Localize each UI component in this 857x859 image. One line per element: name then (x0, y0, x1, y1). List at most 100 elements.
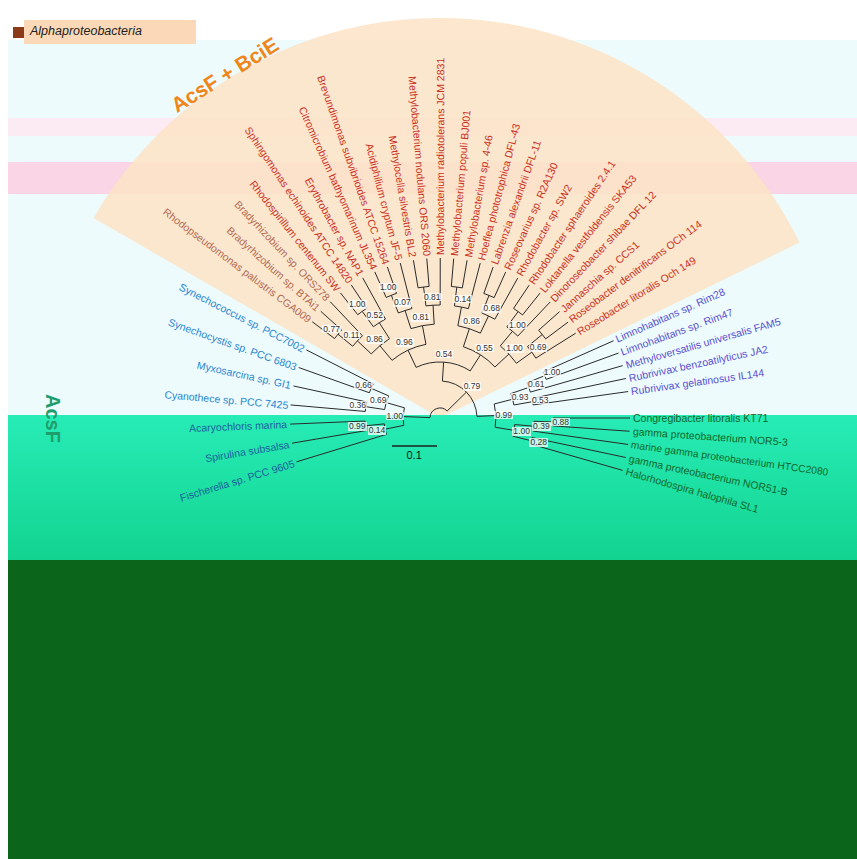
bootstrap-value: 0.14 (368, 426, 387, 435)
bootstrap-value: 0.55 (475, 344, 494, 353)
bootstrap-value: 0.99 (494, 411, 513, 420)
tree-branch (385, 425, 404, 429)
tree-branch (539, 330, 546, 339)
bootstrap-value: 1.00 (379, 283, 398, 292)
tree-branch (408, 350, 416, 367)
tree-branch (539, 312, 560, 331)
bootstrap-value: 1.00 (348, 300, 367, 309)
tree-branch (463, 329, 469, 347)
bootstrap-value: 0.66 (354, 381, 373, 390)
tree-branch (494, 399, 512, 404)
tree-branch (480, 316, 488, 333)
tree-branch (495, 354, 509, 367)
bootstrap-value: 0.79 (463, 382, 482, 391)
scale-bar (392, 445, 437, 447)
ground-band (8, 560, 857, 859)
tree-branch (427, 259, 429, 287)
tree-branch (422, 326, 426, 345)
tree-branch (514, 308, 523, 315)
tree-branch (433, 305, 434, 324)
legend-swatch (13, 27, 24, 38)
clade-label: AcsF (40, 394, 63, 443)
tree-branch (495, 427, 514, 430)
tree-branch (530, 444, 622, 470)
bootstrap-value: 0.61 (527, 380, 546, 389)
tree-branch (458, 307, 462, 326)
tree-branch (477, 415, 496, 417)
tree-branch (454, 306, 468, 309)
tree-branch (458, 326, 481, 333)
ground-band (8, 415, 857, 562)
bootstrap-value: 0.39 (532, 422, 551, 431)
tree-branch (430, 408, 447, 418)
tree-branch (484, 293, 494, 297)
bootstrap-value: 1.00 (512, 427, 531, 436)
bootstrap-value: 0.53 (531, 396, 550, 405)
bootstrap-value: 0.68 (482, 304, 501, 313)
tree-branch (515, 425, 534, 427)
tree-branch (514, 402, 533, 405)
tree-branch (411, 324, 434, 328)
bootstrap-value: 0.07 (393, 298, 412, 307)
tree-branch (513, 436, 531, 441)
taxon-label: Methylobacterium radiotolerans JCM 2831 (434, 58, 446, 255)
legend-label: Alphaproteobacteria (30, 24, 142, 38)
bootstrap-value: 0.52 (366, 311, 385, 320)
bootstrap-value: 0.88 (551, 418, 570, 427)
bootstrap-value: 0.14 (453, 295, 472, 304)
bootstrap-value: 0.28 (529, 438, 548, 447)
tree-branch (518, 302, 550, 336)
tree-branch (494, 272, 505, 298)
bootstrap-value: 0.96 (395, 338, 414, 347)
tree-branch (451, 259, 453, 287)
tree-branch (398, 309, 412, 313)
bootstrap-value: 1.00 (543, 368, 562, 377)
bootstrap-value: 0.54 (435, 350, 454, 359)
tree-branch (297, 434, 387, 461)
bootstrap-value: 0.93 (511, 393, 530, 402)
taxon-label: Congregibacter litoralis KT71 (633, 412, 768, 424)
tree-branch (386, 403, 404, 408)
tree-branch (380, 346, 392, 361)
bootstrap-value: 0.69 (529, 343, 548, 352)
tree-branch (447, 392, 466, 411)
tree-branch (495, 278, 518, 319)
tree-branch (413, 260, 418, 288)
bootstrap-value: 1.00 (508, 321, 527, 330)
tree-branch (451, 286, 462, 287)
tree-branch (403, 417, 430, 418)
tree-branch (484, 267, 493, 293)
tree-branch (546, 322, 568, 339)
tree-branch (482, 313, 495, 319)
tree-branch (442, 362, 443, 381)
bootstrap-value: 0.77 (322, 325, 341, 334)
bootstrap-value: 0.99 (348, 422, 367, 431)
bootstrap-value: 0.81 (411, 313, 430, 322)
bootstrap-value: 1.00 (386, 412, 405, 421)
clade-sector (94, 18, 800, 418)
bootstrap-value: 0.36 (348, 401, 367, 410)
tree-branch (470, 355, 480, 371)
bootstrap-value: 0.86 (365, 335, 384, 344)
bootstrap-value: 0.69 (369, 396, 388, 405)
scale-label: 0.1 (407, 449, 422, 462)
bootstrap-value: 1.00 (505, 344, 524, 353)
tree-branch (366, 407, 385, 410)
tree-branch (553, 426, 630, 431)
tree-branch (292, 431, 366, 444)
tree-branch (418, 286, 429, 287)
tree-branch (405, 311, 411, 329)
tree-branch (371, 388, 388, 396)
tree-branch (523, 293, 541, 315)
bootstrap-value: 0.11 (343, 331, 361, 340)
tree-branch (462, 260, 467, 288)
tree-branch (416, 362, 470, 371)
tree-branch (386, 293, 396, 297)
tree-branch (306, 350, 373, 384)
bootstrap-value: 0.86 (462, 317, 481, 326)
tree-branch (373, 319, 385, 327)
tree-branch (514, 285, 530, 308)
tree-branch (516, 352, 531, 363)
legend-ground (24, 20, 196, 44)
